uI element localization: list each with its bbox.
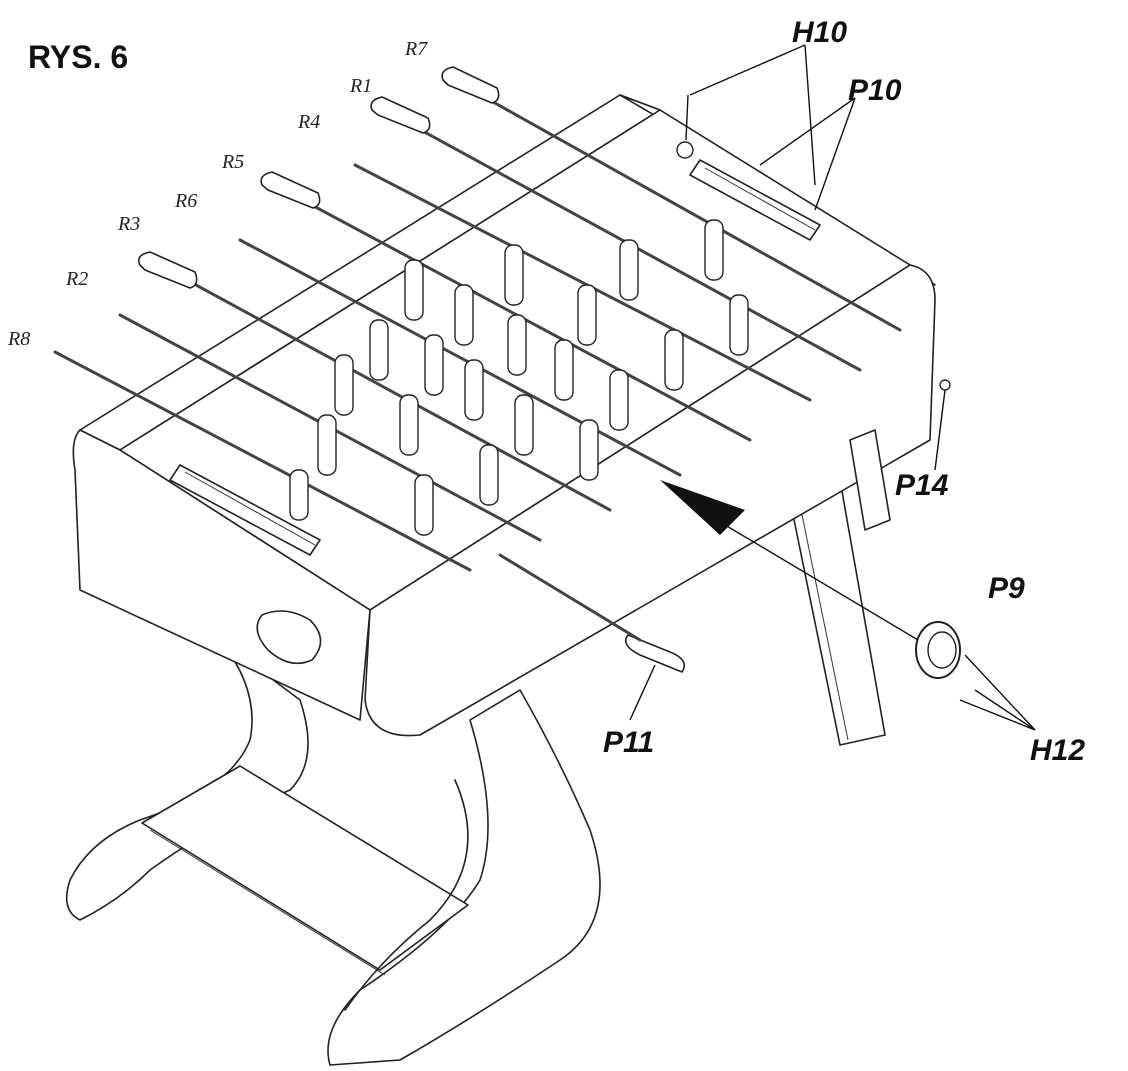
part-label-p9: P9 [988,572,1025,605]
rod-label-r6: R6 [174,190,197,212]
rod-label-r1: R1 [349,75,372,97]
rod-label-r7: R7 [404,38,428,60]
players [289,219,749,536]
rod-label-r8: R8 [7,328,30,350]
score-counter-far [676,141,821,241]
figure-title: RYS. 6 [28,39,128,75]
rod-label-r3: R3 [117,213,140,235]
ball-cup-p9 [660,480,961,679]
part-label-h10: H10 [792,16,847,49]
part-label-p10: P10 [848,74,902,107]
rod-label-r2: R2 [65,268,88,290]
rod-label-r5: R5 [221,151,244,173]
part-label-p11: P11 [603,726,654,759]
leader-lines [629,44,1036,731]
table-body [72,94,936,737]
part-label-h12: H12 [1030,734,1085,767]
rod-label-r4: R4 [297,111,320,133]
table-stand [65,479,886,1066]
score-counter-near [169,464,321,556]
player-rods [53,66,902,673]
part-label-p14: P14 [895,469,949,502]
rod-labels: R7 R1 R4 R5 R6 R3 R2 R8 [7,38,428,350]
part-labels: H10 P10 P14 P9 H12 P11 [603,16,1085,767]
